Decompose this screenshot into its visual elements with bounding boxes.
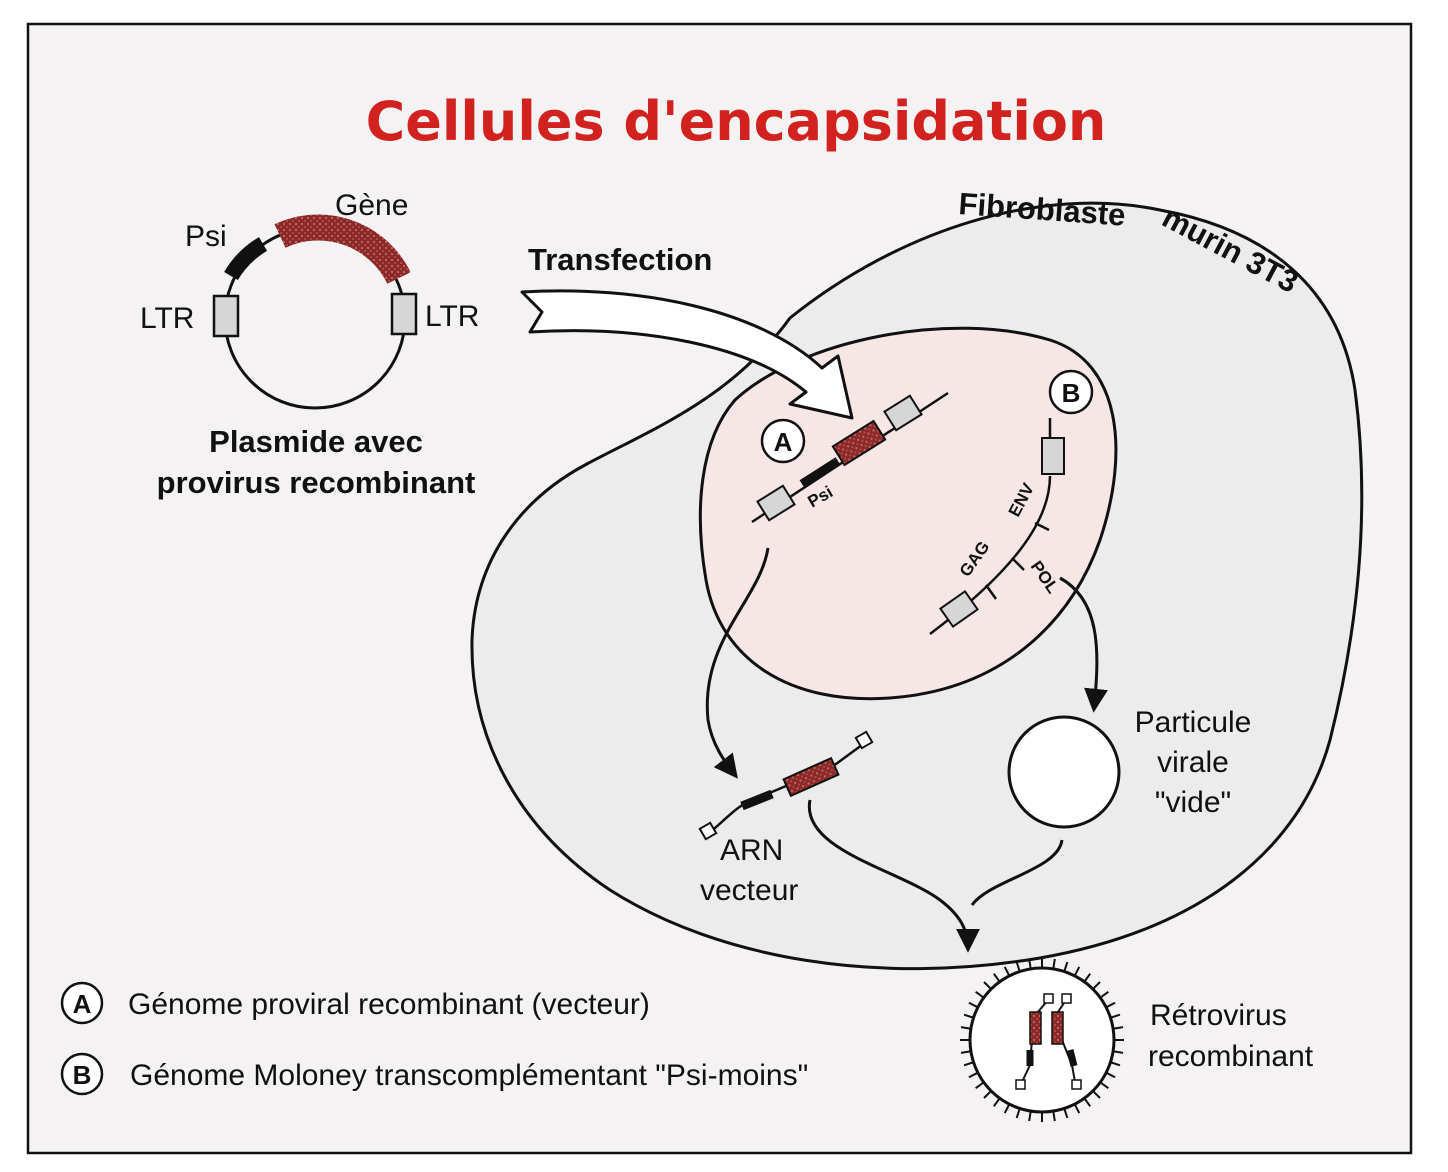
envelope-spike bbox=[1015, 1108, 1021, 1119]
plasmid-caption-line2: provirus recombinant bbox=[157, 465, 476, 500]
marker-b-letter: B bbox=[1062, 378, 1081, 408]
envelope-spike bbox=[1073, 966, 1081, 977]
transfection-label: Transfection bbox=[528, 242, 712, 277]
arrow-rna-to-virus bbox=[807, 799, 980, 953]
genome-b-ltr-top bbox=[1041, 437, 1065, 475]
envelope-spike bbox=[1110, 1013, 1121, 1019]
plasmid-caption-line1: Plasmide avec bbox=[209, 424, 423, 459]
particle-label-line2: virale bbox=[1157, 746, 1229, 779]
rna-vector bbox=[698, 730, 874, 841]
envelope-spike bbox=[975, 990, 985, 999]
plasmid-psi-label: Psi bbox=[185, 220, 227, 253]
envelope-spike bbox=[1063, 961, 1069, 972]
particle-label-line1: Particule bbox=[1135, 706, 1252, 739]
envelope-spike bbox=[1028, 1110, 1032, 1122]
transfection-arrow bbox=[520, 289, 854, 420]
rna-label-line2: vecteur bbox=[700, 874, 798, 907]
envelope-spike bbox=[1052, 958, 1056, 970]
arrow-particle-to-virus bbox=[970, 839, 1064, 906]
ltr-box-left bbox=[212, 294, 240, 338]
marker-a-letter: A bbox=[774, 427, 793, 457]
envelope-spike bbox=[1003, 966, 1011, 977]
envelope-spike bbox=[1099, 1081, 1109, 1090]
plasmid-ltr-left-label: LTR bbox=[140, 302, 194, 335]
empty-viral-particle bbox=[1007, 715, 1121, 829]
legend-a-text: Génome proviral recombinant (vecteur) bbox=[128, 988, 650, 1021]
envelope-spike bbox=[1099, 990, 1109, 999]
envelope-spike bbox=[983, 1090, 992, 1099]
envelope-spike bbox=[1003, 1103, 1011, 1114]
genome-b-ltr-bottom bbox=[939, 589, 979, 629]
envelope-spike bbox=[968, 1071, 979, 1079]
rna-label-line1: ARN bbox=[720, 834, 783, 867]
marker-b: B bbox=[1048, 369, 1094, 415]
particle-label-line3: "vide" bbox=[1155, 786, 1231, 819]
envelope-spike bbox=[1092, 1090, 1101, 1099]
gene-segment bbox=[274, 214, 411, 285]
envelope-spike bbox=[975, 1081, 985, 1090]
plasmid-gene-label: Gène bbox=[335, 189, 408, 222]
envelope-spike bbox=[992, 973, 1001, 983]
envelope-spike bbox=[963, 1013, 974, 1019]
rna-end-box-right bbox=[854, 730, 874, 750]
envelope-spike bbox=[968, 1001, 979, 1009]
plasmid: Psi Gène LTR LTR Plasmide avec provirus … bbox=[140, 189, 479, 500]
envelope-spike bbox=[1052, 1110, 1056, 1122]
envelope-spike bbox=[960, 1050, 972, 1054]
legend-a-marker: A bbox=[73, 989, 92, 1019]
envelope-spike bbox=[992, 1097, 1001, 1107]
ltr-box-right bbox=[390, 292, 418, 336]
envelope-spike bbox=[1112, 1050, 1124, 1054]
envelope-spike bbox=[1110, 1061, 1121, 1067]
genome-a-ltr-left bbox=[756, 484, 796, 522]
nucleus bbox=[698, 326, 1118, 701]
envelope-spike bbox=[963, 1061, 974, 1067]
diagram-title: Cellules d'encapsidation bbox=[366, 90, 1107, 153]
envelope-spike bbox=[1063, 1108, 1069, 1119]
envelope-spike bbox=[1083, 973, 1092, 983]
rna-gene bbox=[782, 756, 840, 798]
envelope-spike bbox=[1105, 1001, 1116, 1009]
plasmid-ltr-right-label: LTR bbox=[425, 300, 479, 333]
envelope-spike bbox=[1105, 1071, 1116, 1079]
genome-a-ltr-right bbox=[883, 394, 923, 432]
legend-b-text: Génome Moloney transcomplémentant "Psi-m… bbox=[130, 1059, 808, 1092]
legend-item-b: B Génome Moloney transcomplémentant "Psi… bbox=[60, 1052, 808, 1096]
envelope-spike bbox=[1073, 1103, 1081, 1114]
genome-a-gene bbox=[831, 419, 887, 467]
envelope-spike bbox=[1028, 958, 1032, 970]
envelope-spike bbox=[1083, 1097, 1092, 1107]
envelope-spike bbox=[1015, 961, 1021, 972]
envelope-spike bbox=[983, 981, 992, 990]
psi-segment bbox=[224, 237, 268, 281]
legend-b-marker: B bbox=[73, 1060, 92, 1090]
envelope-spike bbox=[960, 1026, 972, 1030]
retrovirus-label-line1: Rétrovirus bbox=[1150, 999, 1287, 1032]
legend-item-a: A Génome proviral recombinant (vecteur) bbox=[60, 981, 650, 1025]
envelope-spike bbox=[1112, 1026, 1124, 1030]
rna-end-box-left bbox=[698, 821, 718, 841]
marker-a: A bbox=[760, 418, 806, 464]
arrow-a-to-rna bbox=[705, 547, 770, 779]
recombinant-retrovirus bbox=[960, 958, 1124, 1122]
retrovirus-label-line2: recombinant bbox=[1148, 1040, 1314, 1073]
rna-psi bbox=[740, 789, 774, 811]
genome-a-psi bbox=[799, 457, 841, 488]
genome-a: Psi bbox=[751, 391, 949, 524]
arrow-b-to-particle bbox=[1059, 576, 1108, 713]
envelope-spike bbox=[1092, 981, 1101, 990]
